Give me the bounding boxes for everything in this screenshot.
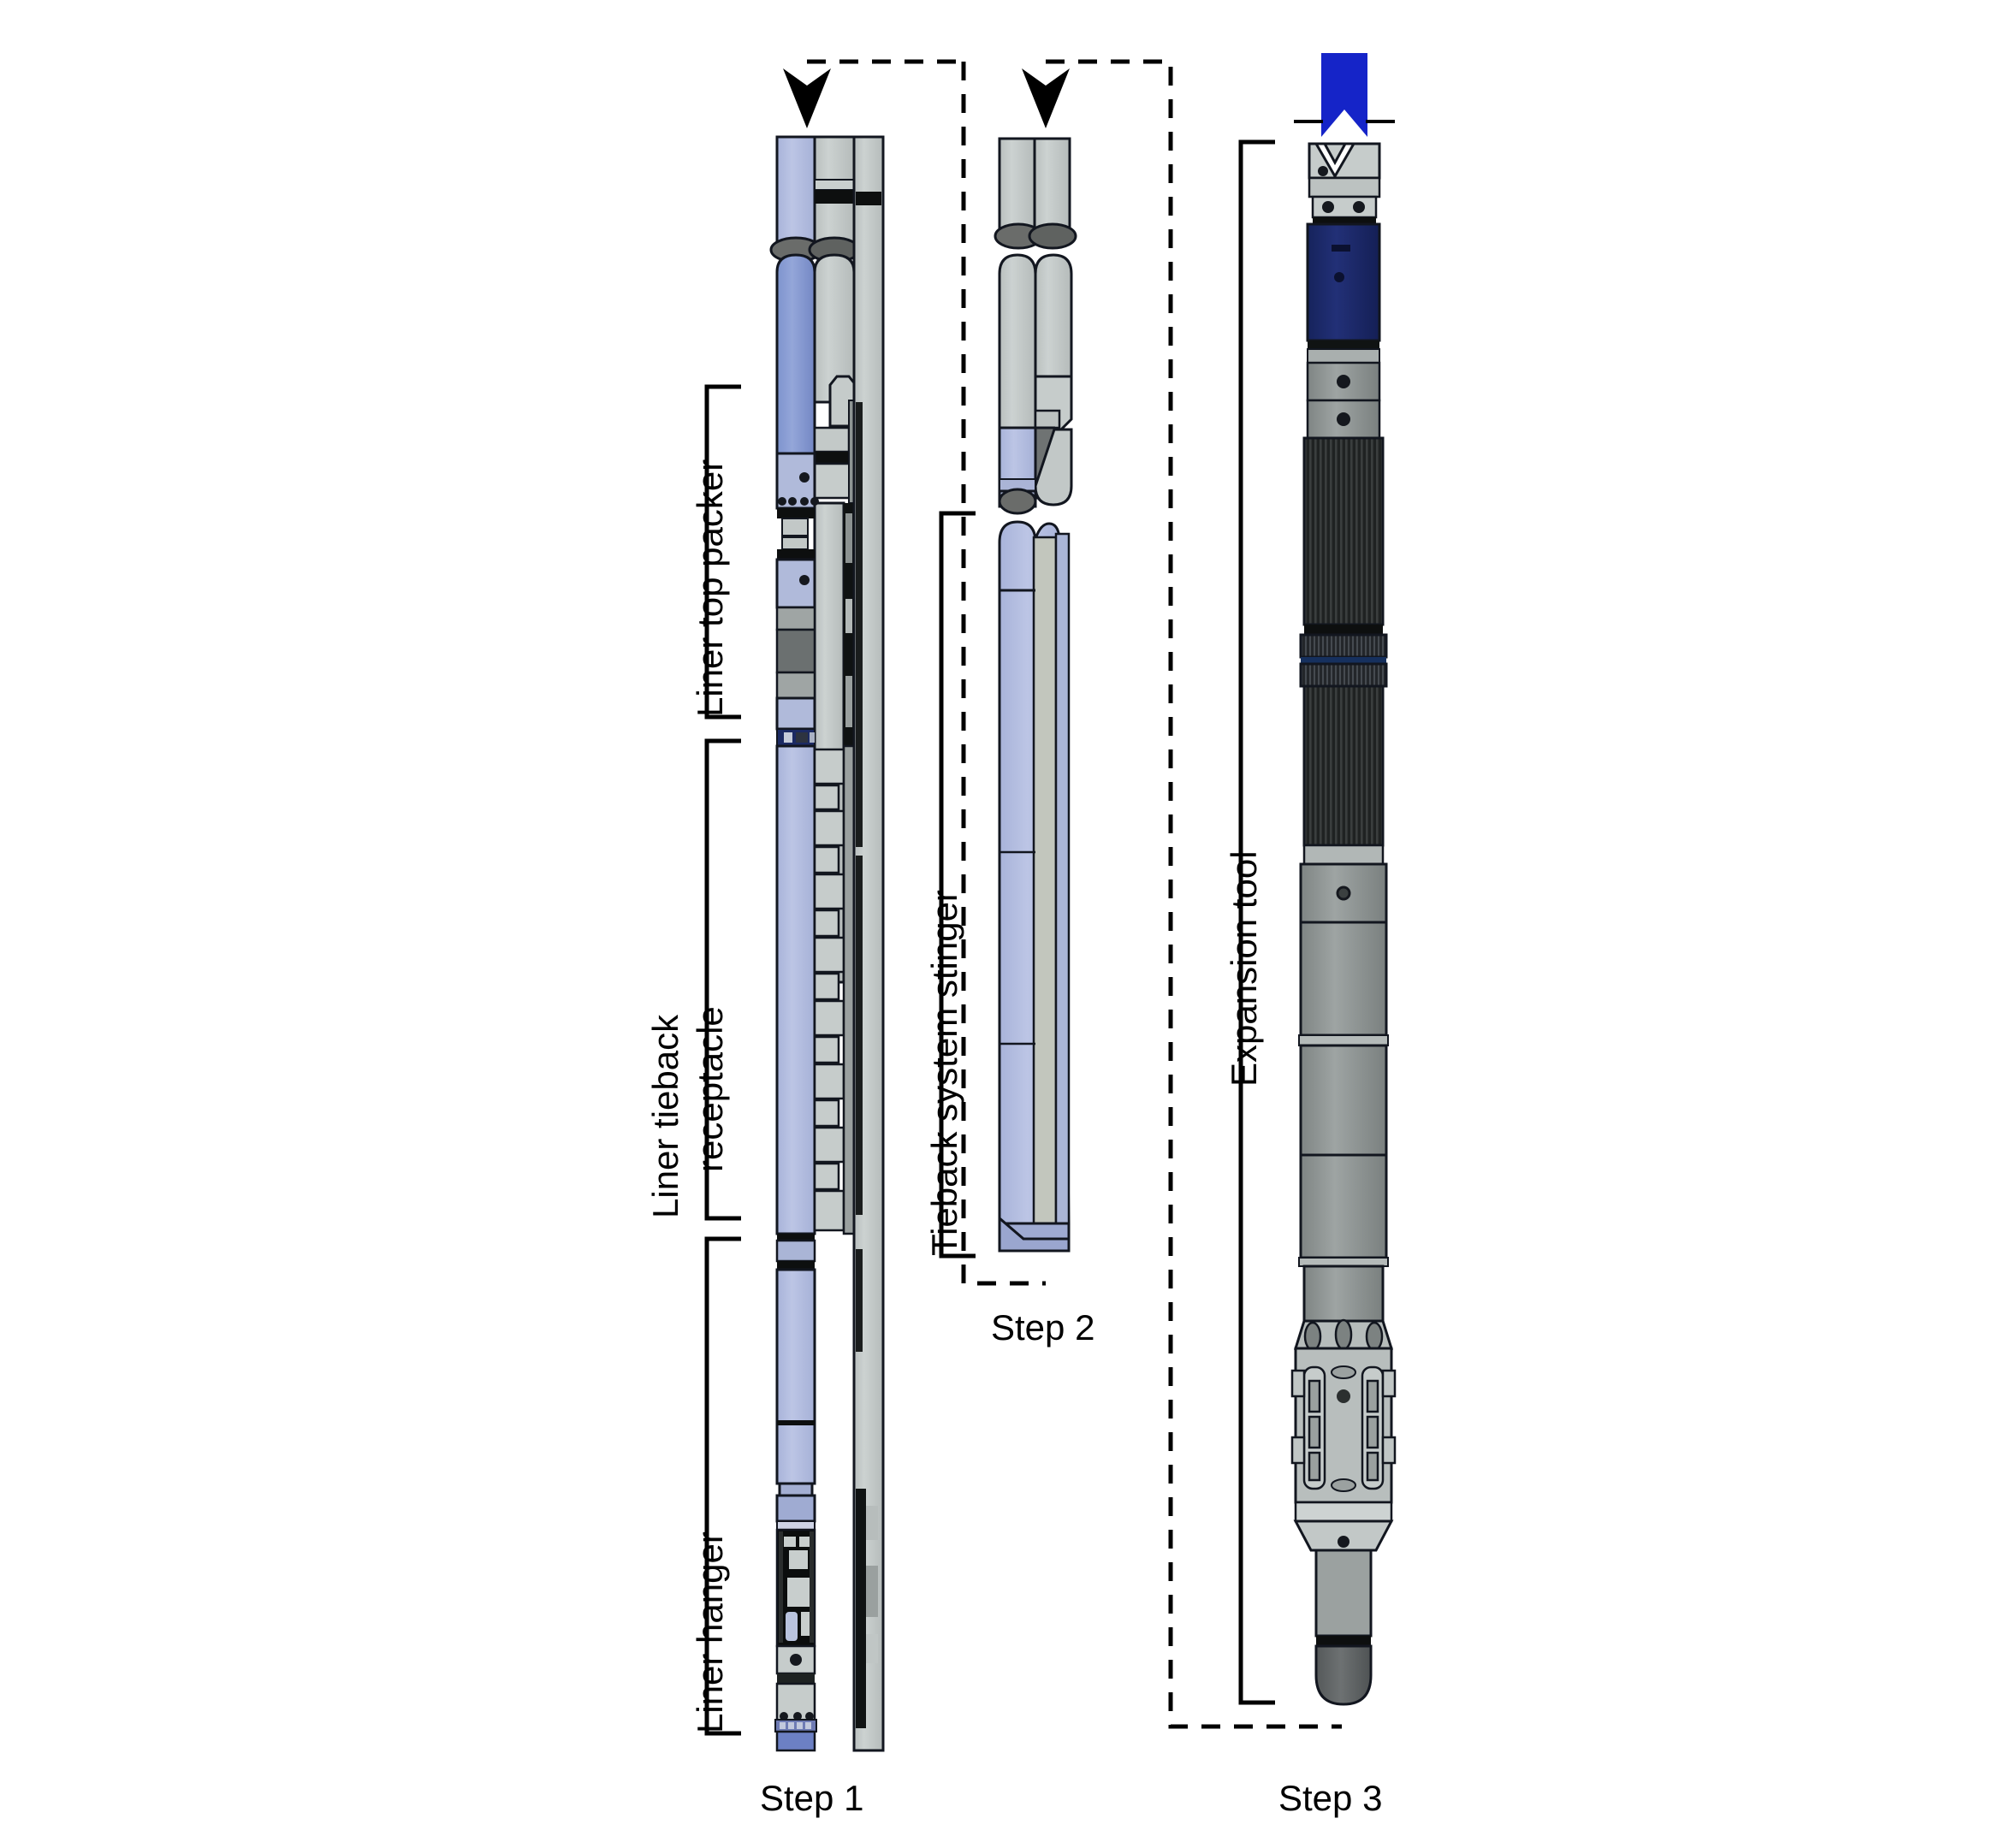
receptacle-serrations [813, 744, 856, 1235]
annotation-brackets [704, 139, 1275, 1736]
dashed-connector-icon [807, 59, 1342, 1729]
blue-down-arrow-icon [1321, 53, 1367, 137]
step1-assembly[interactable] [769, 68, 885, 1752]
bracket-liner-tieback-receptacle [704, 738, 741, 1221]
step-1-label: Step 1 [760, 1778, 864, 1818]
label-liner-tieback-receptacle-line2: receptacle [690, 1006, 730, 1172]
bracket-liner-hanger [704, 1236, 741, 1736]
label-liner-hanger: Liner hanger [690, 1531, 730, 1733]
down-arrow-icon [1022, 68, 1070, 128]
step-3-label: Step 3 [1278, 1778, 1383, 1818]
step3-assembly[interactable] [1290, 53, 1397, 1706]
label-liner-top-packer: Liner top packer [690, 459, 730, 717]
step2-assembly[interactable] [994, 68, 1077, 1253]
down-arrow-icon [783, 68, 831, 128]
bracket-liner-top-packer [704, 384, 741, 720]
label-tieback-system-stinger: Tieback system stinger [924, 890, 964, 1256]
label-liner-tieback-receptacle-line1: Liner tieback [645, 1014, 685, 1218]
bracket-expansion-tool [1238, 139, 1275, 1705]
bracket-tieback-system-stinger [939, 511, 976, 1259]
label-expansion-tool: Expansion tool [1224, 850, 1264, 1087]
step-2-label: Step 2 [991, 1307, 1095, 1348]
